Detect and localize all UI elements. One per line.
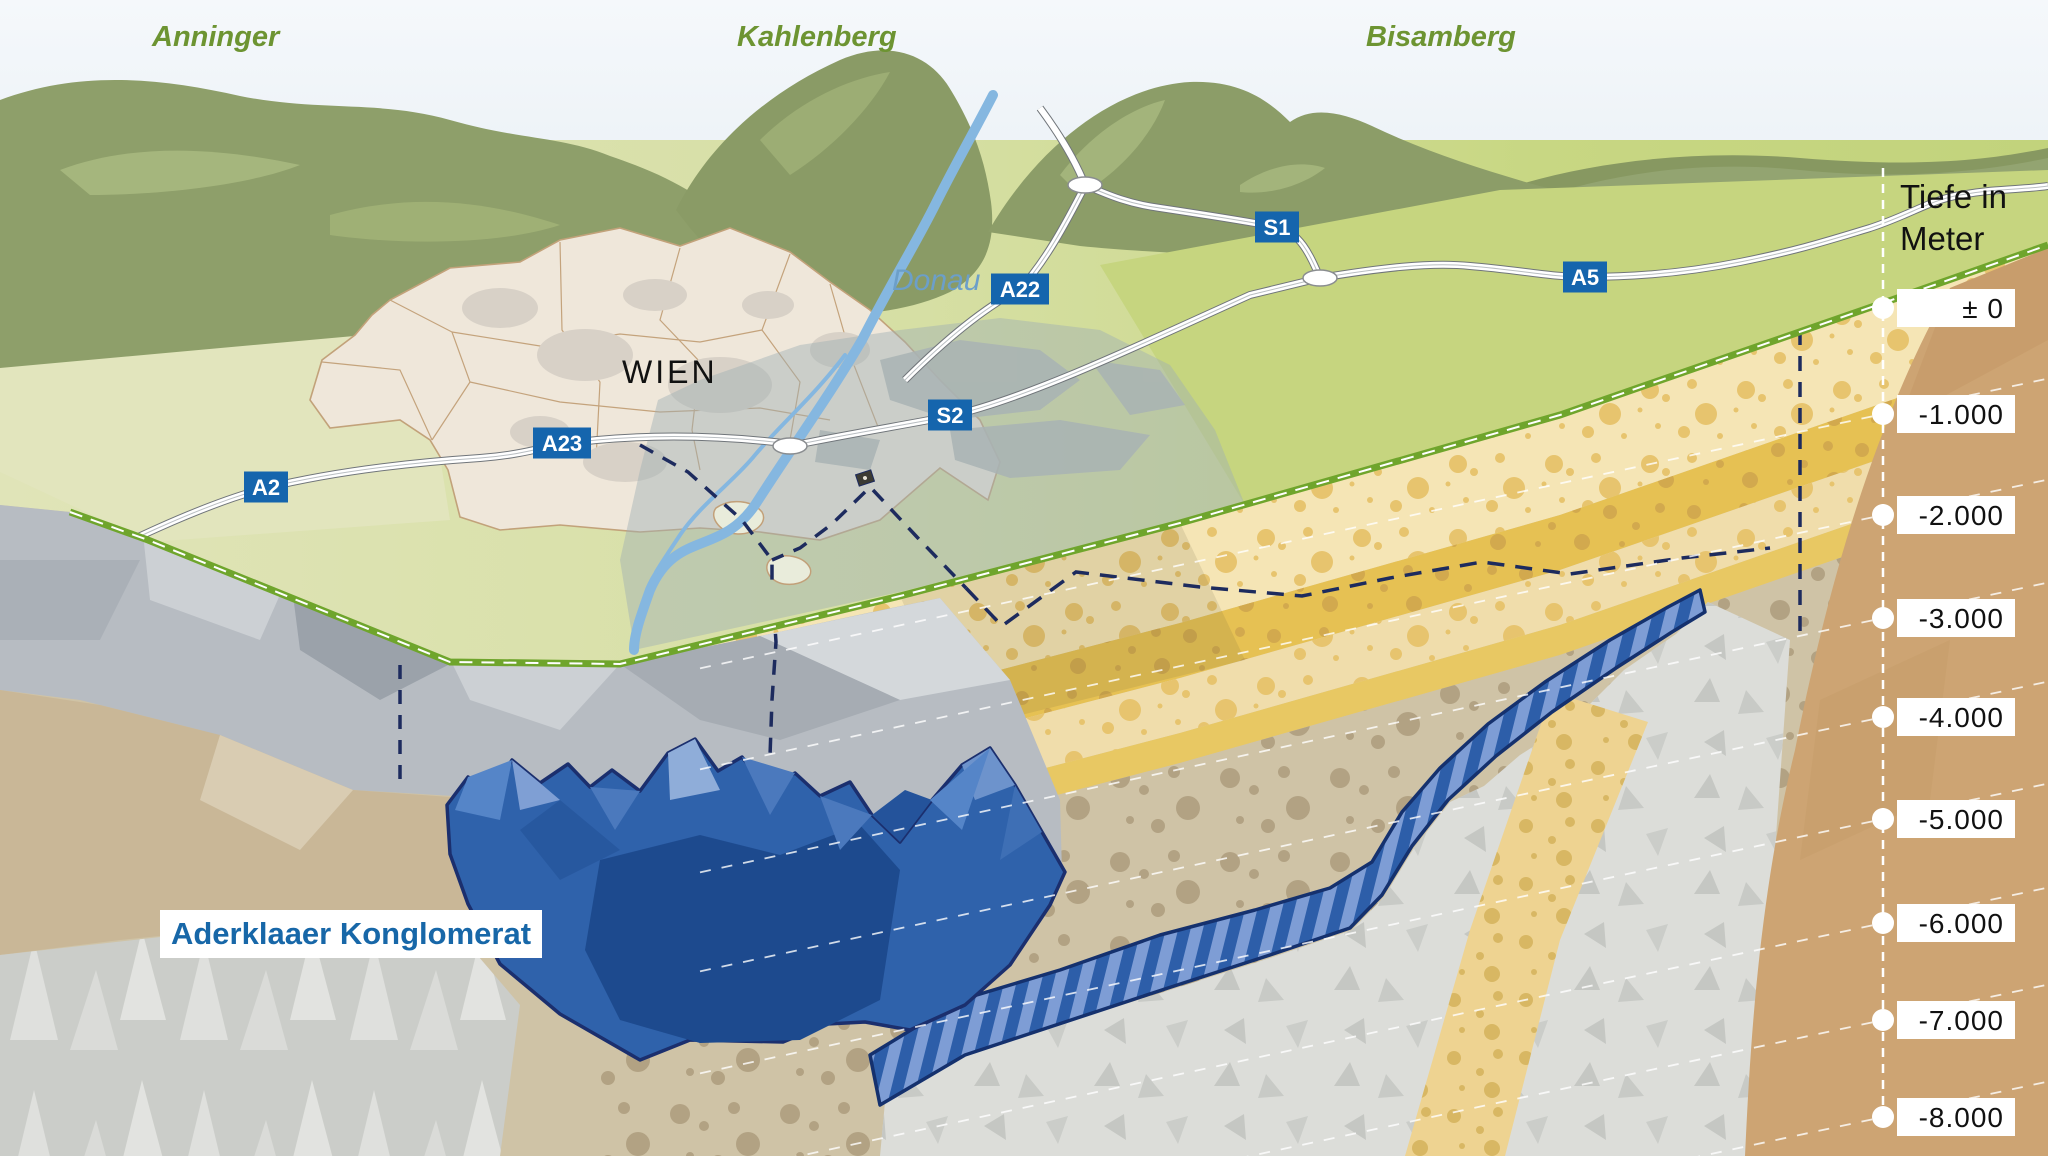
boundary-east-traverse [964,546,1771,629]
depth-label-box [1897,1001,2015,1039]
depth-tick--4000: -4.000 [1872,698,2015,736]
depth-label: -2.000 [1919,500,2004,531]
depth-label: -4.000 [1919,702,2004,733]
depth-tick-dot [1872,504,1894,526]
depth-label: -8.000 [1919,1102,2004,1133]
interchange-kaisermuehlen [772,437,808,455]
bisamberg-highlight [1060,100,1165,195]
donaukanal [654,353,847,574]
road-badge-s2: S2 [928,399,972,431]
depth-label: ± 0 [1962,293,2004,324]
interchange-east [1302,269,1338,287]
depth-label: -1.000 [1919,399,2004,430]
level-line--5000 [699,782,2048,1075]
road-badge-s1: S1 [1255,211,1299,243]
depth-label-box [1897,599,2015,637]
depth-scale: ± 0 -1.000 -2.000 -3.000 -4.000 -5.000 -6.000 -… [1872,168,2015,1136]
depth-label: -6.000 [1919,908,2004,939]
depth-tick-dot [1872,706,1894,728]
road-badge-label: A2 [252,475,280,500]
level-line--2000 [699,478,2048,771]
label-kahlenberg: Kahlenberg [737,21,897,53]
road-centerlines [39,184,2048,586]
depth-tick-dot [1872,808,1894,830]
depth-label-box [1897,800,2015,838]
depth-tick--5000: -5.000 [1872,800,2015,838]
depth-label-box [1897,395,2015,433]
level-line--7000 [699,983,2048,1156]
level-line--3000 [699,581,2048,874]
plain-east-green [1100,170,2048,505]
depth-tick-dot [1872,403,1894,425]
road-badge-label: A23 [542,431,582,456]
donau-river [629,90,998,655]
depth-tick--7000: -7.000 [1872,1001,2015,1039]
interchange-north [1067,176,1103,194]
sand-wedge [1405,692,1648,1156]
depth-scale-title-line2: Meter [1900,220,1984,257]
interchange-ovals [772,176,1338,455]
road-badge-a5: A5 [1563,261,1607,293]
anninger-highlight-2 [330,201,560,242]
depth-label-box [1897,496,2015,534]
drill-site-marker [854,469,876,487]
label-anninger: Anninger [151,21,281,53]
depth-tick--2000: -2.000 [1872,496,2015,534]
kahlenberg-highlight [760,72,890,175]
road-badge-label: S1 [1264,215,1291,240]
aquifer-solid-body [445,737,1067,1062]
road-badge-a23: A23 [533,427,591,459]
city-boundary-surface [639,443,968,590]
depth-scale-title-line1: Tiefe in [1900,178,2007,215]
road-badge-a2: A2 [244,471,288,503]
depth-tick--8000: -8.000 [1872,1098,2015,1136]
aquifer-hatched-band [868,588,1707,1107]
label-bisamberg: Bisamberg [1366,21,1516,53]
depth-tick--1000: -1.000 [1872,395,2015,433]
road-badge-label: A22 [1000,277,1040,302]
depth-tick-dot [1872,912,1894,934]
depth-label: -7.000 [1919,1005,2004,1036]
level-line--6000 [699,886,2048,1156]
bisamberg-highlight-2 [1240,164,1325,193]
depth-tick--6000: -6.000 [1872,904,2015,942]
depth-label-box [1897,698,2015,736]
depth-tick--3000: -3.000 [1872,599,2015,637]
road-badge-a22: A22 [991,273,1049,305]
level-line--8000 [699,1080,2048,1156]
label-wien: WIEN [622,354,718,390]
donau-main [629,90,998,655]
road-badge-label: A5 [1571,265,1599,290]
formation-label: Aderklaaer Konglomerat [160,910,542,958]
depth-label-box [1897,904,2015,942]
label-donau: Donau [892,264,981,297]
formation-label-text: Aderklaaer Konglomerat [171,916,531,951]
depth-label: -5.000 [1919,804,2004,835]
road-network [38,105,2048,589]
anninger-highlight [60,150,300,195]
road-badge-label: S2 [937,403,964,428]
depth-tick-dot [1872,607,1894,629]
depth-level-lines [699,377,2048,1156]
limestone-spiky-gray [0,928,520,1156]
depth-label: -3.000 [1919,603,2004,634]
level-line--4000 [699,680,2048,973]
depth-tick-dot [1872,297,1894,319]
surface-cut-edge [68,241,2048,668]
depth-tick-dot [1872,1009,1894,1031]
depth-label-box [1897,1098,2015,1136]
level-line--1000 [699,377,2048,670]
underground-cut [0,245,2048,1156]
depth-tick-0: ± 0 [1872,289,2015,327]
depth-label-box [1897,289,2015,327]
depth-tick-dot [1872,1106,1894,1128]
